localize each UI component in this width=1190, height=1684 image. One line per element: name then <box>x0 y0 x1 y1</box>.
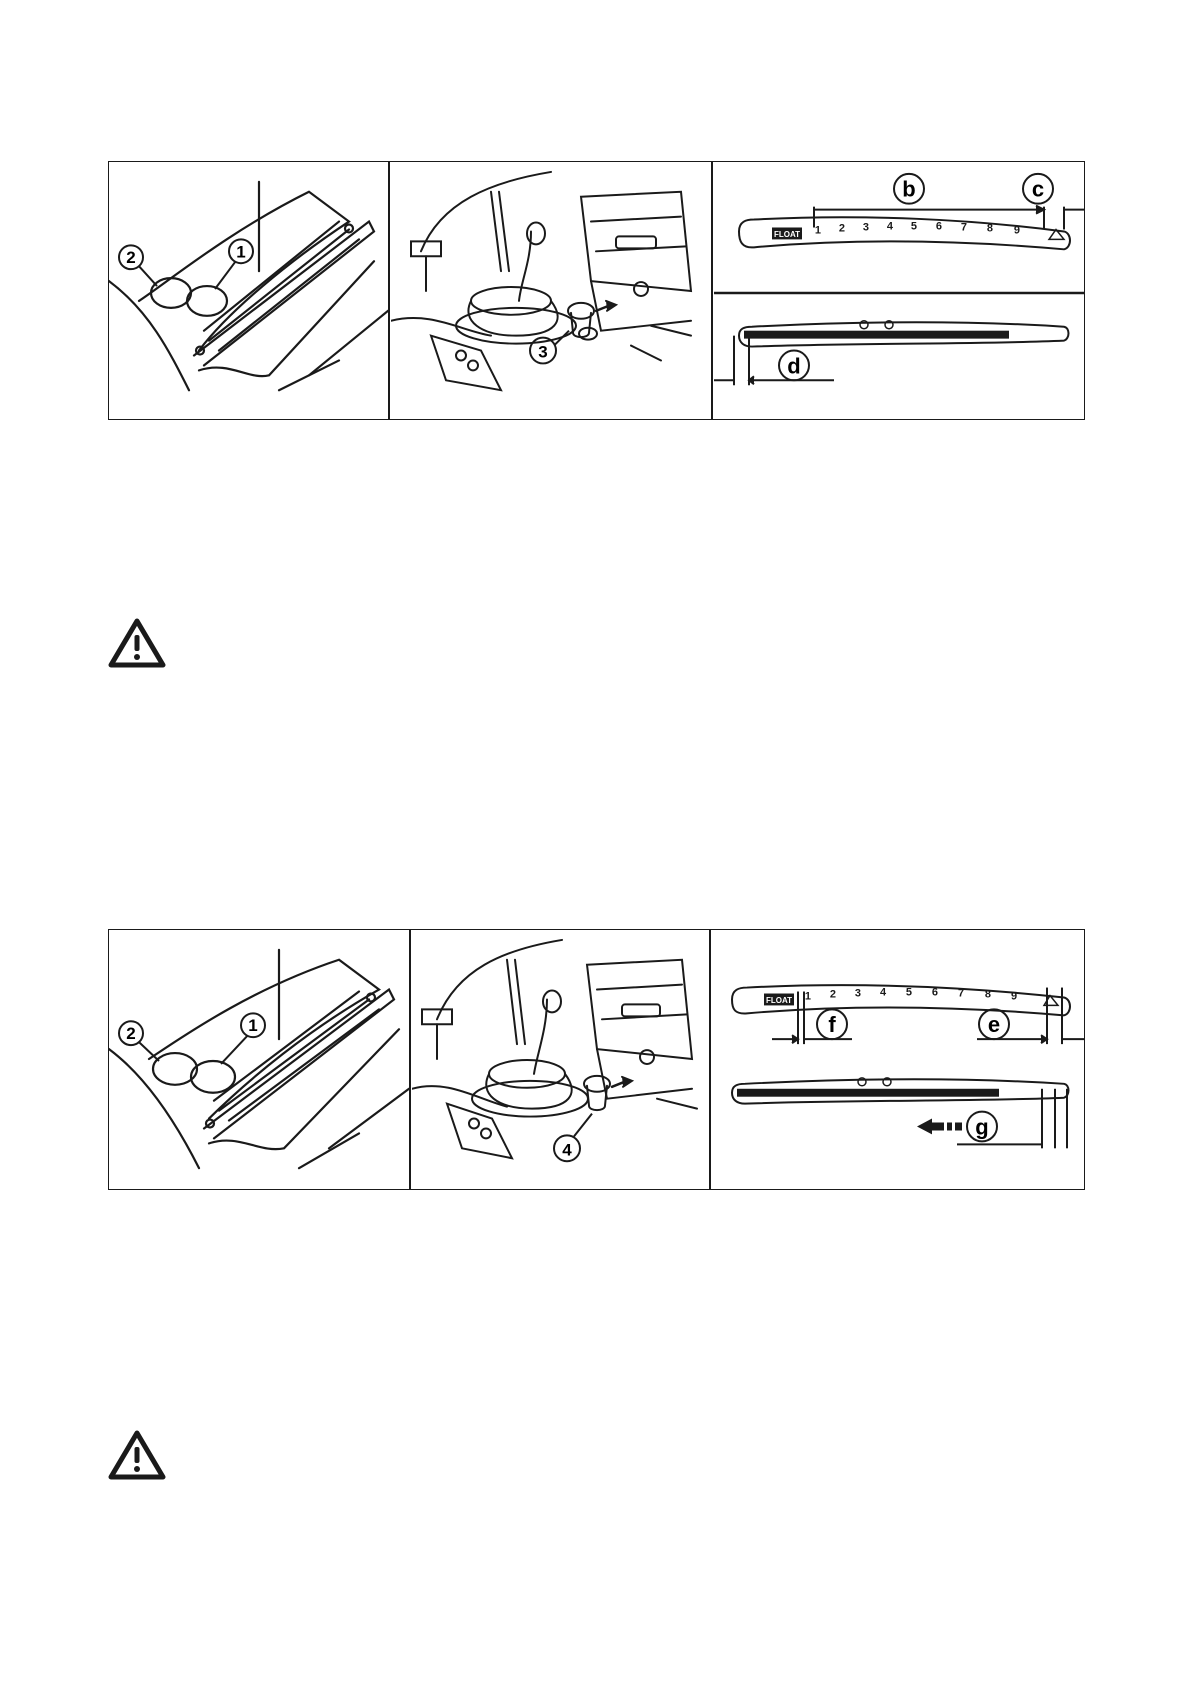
float-badge: FLOAT <box>766 996 792 1005</box>
scale-number: 1 <box>815 224 821 236</box>
scale-number: 7 <box>961 222 967 234</box>
scale-number: 9 <box>1014 224 1020 236</box>
scale-number: 6 <box>936 221 942 233</box>
scale-number: 5 <box>911 221 917 233</box>
shifter-knob-illustration: 4 <box>412 930 709 1189</box>
scale-number: 3 <box>855 988 861 1000</box>
lever-scale-diagram: FLOAT 1 2 3 4 5 6 7 8 9 f e g <box>712 930 1084 1189</box>
panel-divider <box>711 162 713 419</box>
scale-number: 9 <box>1011 990 1017 1002</box>
callout-2: 2 <box>126 248 135 267</box>
callout-3: 3 <box>538 343 547 362</box>
scale-number: 5 <box>906 987 912 999</box>
fender-knobs-illustration: 2 1 <box>109 162 388 419</box>
scale-number: 7 <box>958 988 964 1000</box>
panel-divider <box>709 930 711 1189</box>
lever-scale-diagram: FLOAT 1 2 3 4 5 6 7 8 9 b c d <box>714 162 1084 419</box>
scale-number: 2 <box>830 989 836 1001</box>
scale-number: 4 <box>880 987 887 999</box>
callout-4: 4 <box>562 1140 572 1159</box>
letter-f: f <box>828 1012 836 1037</box>
float-badge: FLOAT <box>774 230 800 239</box>
scale-number: 8 <box>985 989 991 1001</box>
panel-divider <box>409 930 411 1189</box>
callout-1: 1 <box>236 242 245 261</box>
scale-numbers: 1 2 3 4 5 6 7 8 9 <box>805 987 1017 1003</box>
letter-e: e <box>988 1012 1000 1037</box>
scale-number: 3 <box>863 222 869 234</box>
shifter-knob-illustration: 3 <box>391 162 711 419</box>
panel-divider <box>388 162 390 419</box>
scale-number: 8 <box>987 222 993 234</box>
letter-g: g <box>975 1114 988 1139</box>
letter-b: b <box>902 177 915 202</box>
letter-d: d <box>787 353 800 378</box>
callout-1: 1 <box>248 1016 257 1035</box>
figure-1: 2 1 <box>108 161 1085 420</box>
fender-knobs-illustration: 2 1 <box>109 930 409 1189</box>
scale-number: 4 <box>887 221 894 233</box>
figure-2: 2 1 <box>108 929 1085 1190</box>
scale-number: 6 <box>932 987 938 999</box>
callout-2: 2 <box>126 1024 135 1043</box>
scale-number: 1 <box>805 990 811 1002</box>
letter-c: c <box>1032 177 1044 202</box>
scale-number: 2 <box>839 222 845 234</box>
scale-numbers: 1 2 3 4 5 6 7 8 9 <box>815 221 1020 237</box>
warning-triangle-icon <box>108 618 166 668</box>
warning-triangle-icon <box>108 1430 166 1480</box>
